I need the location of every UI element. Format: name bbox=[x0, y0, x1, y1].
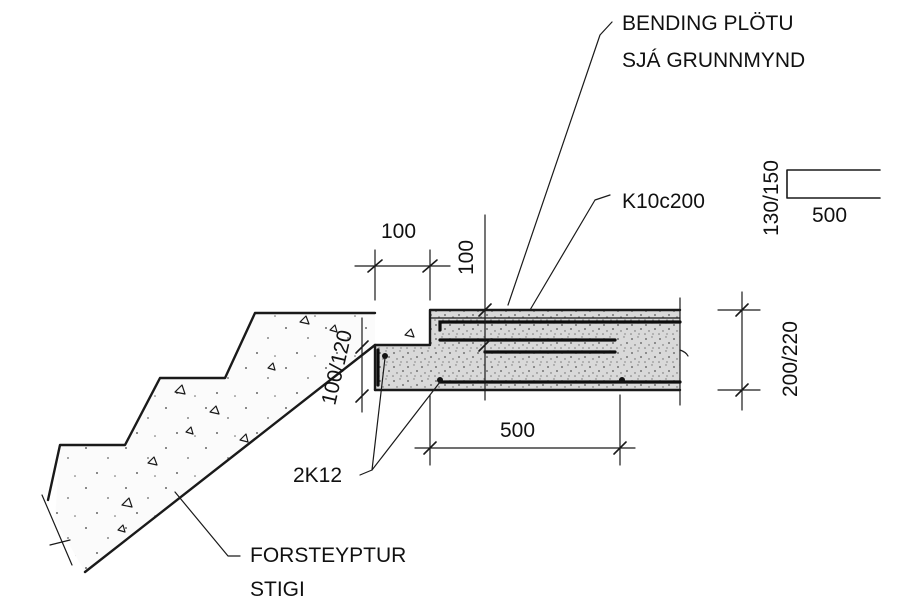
leader-bars bbox=[359, 357, 441, 476]
dim-notch-width-text: 100 bbox=[381, 220, 416, 243]
dim-bar-length-text: 500 bbox=[500, 419, 535, 442]
aggregate-marks bbox=[117, 315, 415, 533]
dim-notch-depth-text: 100 bbox=[455, 240, 478, 275]
top-bar-hook bbox=[438, 320, 682, 332]
dimension-stair-cover bbox=[355, 317, 369, 413]
label-bending-line1: BENDING PLÖTU bbox=[622, 12, 794, 35]
leader-stirrup bbox=[529, 194, 611, 311]
detail-length-text: 500 bbox=[812, 204, 847, 227]
reinforcement bbox=[376, 320, 682, 387]
bar-shape bbox=[786, 169, 881, 199]
dimension-notch-width bbox=[354, 249, 451, 301]
bar-dot-1 bbox=[382, 353, 388, 359]
label-bars: 2K12 bbox=[293, 464, 342, 487]
leader-stair bbox=[174, 491, 241, 557]
dim-slab-thickness-text: 200/220 bbox=[779, 321, 802, 397]
dimension-notch-depth bbox=[478, 214, 492, 401]
bar-dot-3 bbox=[619, 377, 625, 383]
stair-break-line bbox=[41, 494, 73, 566]
precast-stair bbox=[41, 311, 415, 574]
slab-concrete bbox=[375, 310, 680, 390]
stair-break-tick bbox=[49, 539, 71, 546]
label-stair-line1: FORSTEYPTUR bbox=[250, 544, 406, 567]
stair-steps-outline bbox=[46, 311, 377, 502]
slab-break-tick bbox=[679, 349, 689, 357]
bar-dot-2 bbox=[437, 377, 443, 383]
label-stirrup: K10c200 bbox=[622, 190, 705, 213]
label-stair-line2: STIGI bbox=[250, 578, 305, 601]
stair-soffit bbox=[83, 343, 377, 574]
detail-height-text: 130/150 bbox=[760, 160, 783, 236]
dimension-bar-length bbox=[414, 394, 636, 466]
bar-shape-detail bbox=[786, 169, 881, 199]
dimension-slab-thickness bbox=[717, 291, 761, 411]
label-bending-line2: SJÁ GRUNNMYND bbox=[622, 49, 805, 72]
leader-bending bbox=[507, 21, 613, 306]
stair-body bbox=[55, 313, 375, 572]
slab-notch-outline bbox=[373, 308, 682, 392]
slab bbox=[373, 297, 689, 406]
